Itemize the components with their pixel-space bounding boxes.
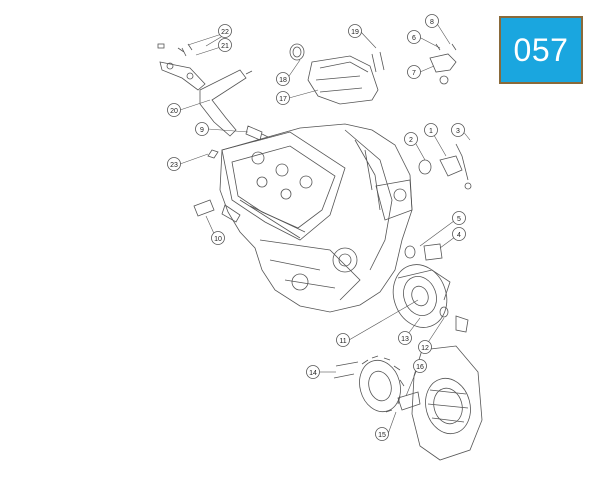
callout-16: 16 [413, 359, 427, 373]
callout-19: 19 [348, 24, 362, 38]
callout-20: 20 [167, 103, 181, 117]
svg-text:9: 9 [200, 127, 204, 134]
engine-drawing [157, 43, 483, 461]
svg-text:2: 2 [409, 137, 413, 144]
callout-22: 22 [218, 24, 232, 38]
svg-text:14: 14 [309, 370, 317, 377]
leader-lines [179, 21, 471, 435]
callout-13: 13 [398, 331, 412, 345]
callout-15: 15 [375, 427, 389, 441]
callout-7: 7 [407, 65, 421, 79]
callout-9: 9 [195, 122, 209, 136]
callouts: 22 21 20 9 23 10 18 17 19 8 6 7 2 1 3 5 … [167, 14, 466, 441]
callout-2: 2 [404, 132, 418, 146]
ignition-coil [199, 69, 247, 137]
callout-12: 12 [418, 340, 432, 354]
svg-text:17: 17 [279, 96, 287, 103]
spark-plug [245, 125, 269, 141]
svg-text:11: 11 [339, 338, 346, 345]
callout-1: 1 [424, 123, 438, 137]
valve-cover [221, 131, 346, 241]
callout-10: 10 [211, 231, 225, 245]
callout-3: 3 [451, 123, 465, 137]
callout-11: 11 [336, 333, 350, 347]
svg-text:12: 12 [421, 345, 429, 352]
svg-text:6: 6 [412, 35, 416, 42]
svg-text:20: 20 [170, 108, 178, 115]
svg-text:19: 19 [351, 29, 359, 36]
svg-text:21: 21 [221, 43, 229, 50]
svg-text:23: 23 [170, 162, 178, 169]
callout-18: 18 [276, 72, 290, 86]
callout-21: 21 [218, 38, 232, 52]
svg-text:7: 7 [412, 70, 416, 77]
svg-text:8: 8 [430, 19, 434, 26]
flywheel [392, 264, 451, 328]
svg-text:13: 13 [401, 336, 409, 343]
engine-block [219, 123, 413, 313]
svg-text:16: 16 [416, 364, 424, 371]
callout-4: 4 [452, 227, 466, 241]
callout-14: 14 [306, 365, 320, 379]
svg-text:1: 1 [429, 128, 433, 135]
callout-6: 6 [407, 30, 421, 44]
callout-5: 5 [452, 211, 466, 225]
svg-text:18: 18 [279, 77, 287, 84]
sensor [193, 199, 215, 217]
svg-text:10: 10 [214, 236, 222, 243]
callout-17: 17 [276, 91, 290, 105]
svg-text:4: 4 [457, 232, 461, 239]
svg-text:22: 22 [221, 29, 229, 36]
callout-8: 8 [425, 14, 439, 28]
page-code-badge: 057 [499, 16, 583, 84]
starter-motor [307, 55, 379, 105]
svg-text:3: 3 [456, 128, 460, 135]
generator-cover [411, 345, 483, 461]
svg-text:5: 5 [457, 216, 461, 223]
stator [359, 355, 405, 413]
svg-text:15: 15 [378, 432, 386, 439]
callout-23: 23 [167, 157, 181, 171]
